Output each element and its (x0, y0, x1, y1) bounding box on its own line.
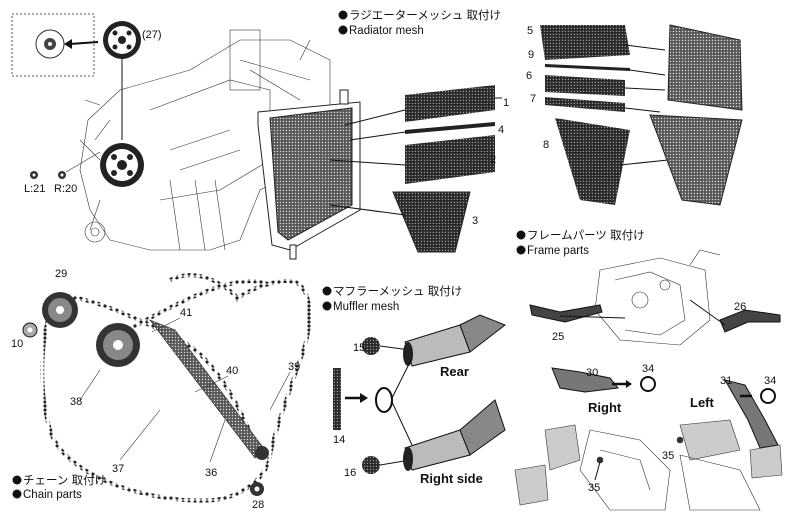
sprocket-29 (42, 292, 78, 328)
label-rad-9: 9 (528, 49, 534, 61)
nut-right-20 (58, 151, 101, 179)
radiator-mesh-9 (545, 64, 666, 76)
label-chain-28: 28 (252, 499, 264, 511)
right-side-view-label: Right side (420, 471, 483, 486)
frame-part-26 (689, 299, 781, 333)
label-rad-5: 5 (527, 25, 533, 37)
frame-heading-en: Frame parts (527, 245, 589, 257)
radiator-mesh-6 (545, 75, 666, 96)
sprocket-27 (103, 21, 141, 140)
chain-heading-en: Chain parts (23, 489, 82, 501)
label-chain-41: 41 (180, 307, 192, 319)
label-chain-37: 37 (112, 463, 124, 475)
washer-34b (760, 388, 776, 404)
muffler-heading-en: Muffler mesh (333, 301, 399, 313)
radiator-heading-en: Radiator mesh (349, 25, 424, 37)
chain-loop (40, 273, 312, 503)
label-chain-36: 36 (205, 467, 217, 479)
label-frame-35b: 35 (662, 450, 674, 462)
rear-view-label: Rear (440, 364, 469, 379)
frame-illustration (594, 249, 721, 346)
label-chain-10: 10 (11, 338, 23, 350)
label-frame-30: 30 (586, 367, 598, 379)
label-muffler-16: 16 (344, 467, 356, 479)
mesh-roll (375, 357, 413, 446)
muffler-mesh-15 (362, 337, 411, 355)
radiator-mesh-5 (540, 25, 666, 60)
inset-box (11, 13, 99, 77)
sprocket-large (96, 323, 140, 367)
label-rad-6: 6 (526, 70, 532, 82)
label-muffler-14: 14 (333, 434, 345, 446)
radiator-mesh-8 (555, 118, 669, 205)
label-frame-34b: 34 (764, 375, 776, 387)
label-rad-4: 4 (498, 124, 504, 136)
radiator-body (257, 89, 361, 260)
chain-heading-jp: チェーン 取付け (23, 474, 106, 487)
label-muffler-15: 15 (353, 342, 365, 354)
inset-sprocket-label: (27) (142, 29, 162, 41)
bracket-31 (723, 379, 779, 449)
washer-10 (22, 322, 38, 338)
radiator-mesh-1 (344, 85, 502, 126)
sprocket-28 (250, 446, 269, 496)
radiator-mesh-4 (349, 122, 495, 141)
muffler-mesh-strip-14 (333, 368, 368, 430)
label-frame-26: 26 (734, 301, 746, 313)
muffler-right-side (403, 399, 506, 471)
label-chain-29: 29 (55, 268, 67, 280)
radiator-heading-jp: ラジエーターメッシュ 取付け (349, 9, 501, 22)
bracket-30 (551, 367, 632, 393)
radiator-mesh-3 (329, 191, 471, 253)
frame-heading-jp: フレームパーツ 取付け (527, 229, 645, 242)
label-rad-2: 2 (490, 154, 496, 166)
radiator-mesh-7 (545, 97, 661, 113)
label-rad-8: 8 (543, 139, 549, 151)
label-chain-38: 38 (70, 396, 82, 408)
left-nut-label: L:21 (24, 183, 45, 195)
label-frame-34a: 34 (642, 363, 654, 375)
right-view-label: Right (588, 400, 622, 415)
radiator-heading-bullet (338, 10, 348, 20)
label-chain-40: 40 (226, 365, 238, 377)
label-rad-1: 1 (503, 97, 509, 109)
label-rad-3: 3 (472, 215, 478, 227)
chain-leader-lines (79, 317, 291, 463)
left-view-label: Left (690, 395, 715, 410)
right-side-frame-detail (514, 424, 671, 511)
radiator-mesh-2 (329, 135, 495, 184)
rear-sprocket-on-engine (100, 143, 144, 187)
muffler-mesh-16 (362, 456, 411, 474)
label-frame-35a: 35 (588, 482, 600, 494)
right-nut-label: R:20 (54, 183, 77, 195)
nut-left-21 (30, 171, 38, 179)
label-chain-39: 39 (288, 361, 300, 373)
left-side-frame-detail (676, 419, 783, 511)
muffler-heading-jp: マフラーメッシュ 取付け (333, 285, 462, 298)
label-frame-31: 31 (720, 375, 732, 387)
radiator-assembled-right (649, 24, 743, 206)
washer-34a (640, 376, 656, 392)
label-frame-25: 25 (552, 331, 564, 343)
label-rad-7: 7 (530, 93, 536, 105)
muffler-rear (403, 314, 506, 367)
frame-part-25 (529, 304, 626, 323)
